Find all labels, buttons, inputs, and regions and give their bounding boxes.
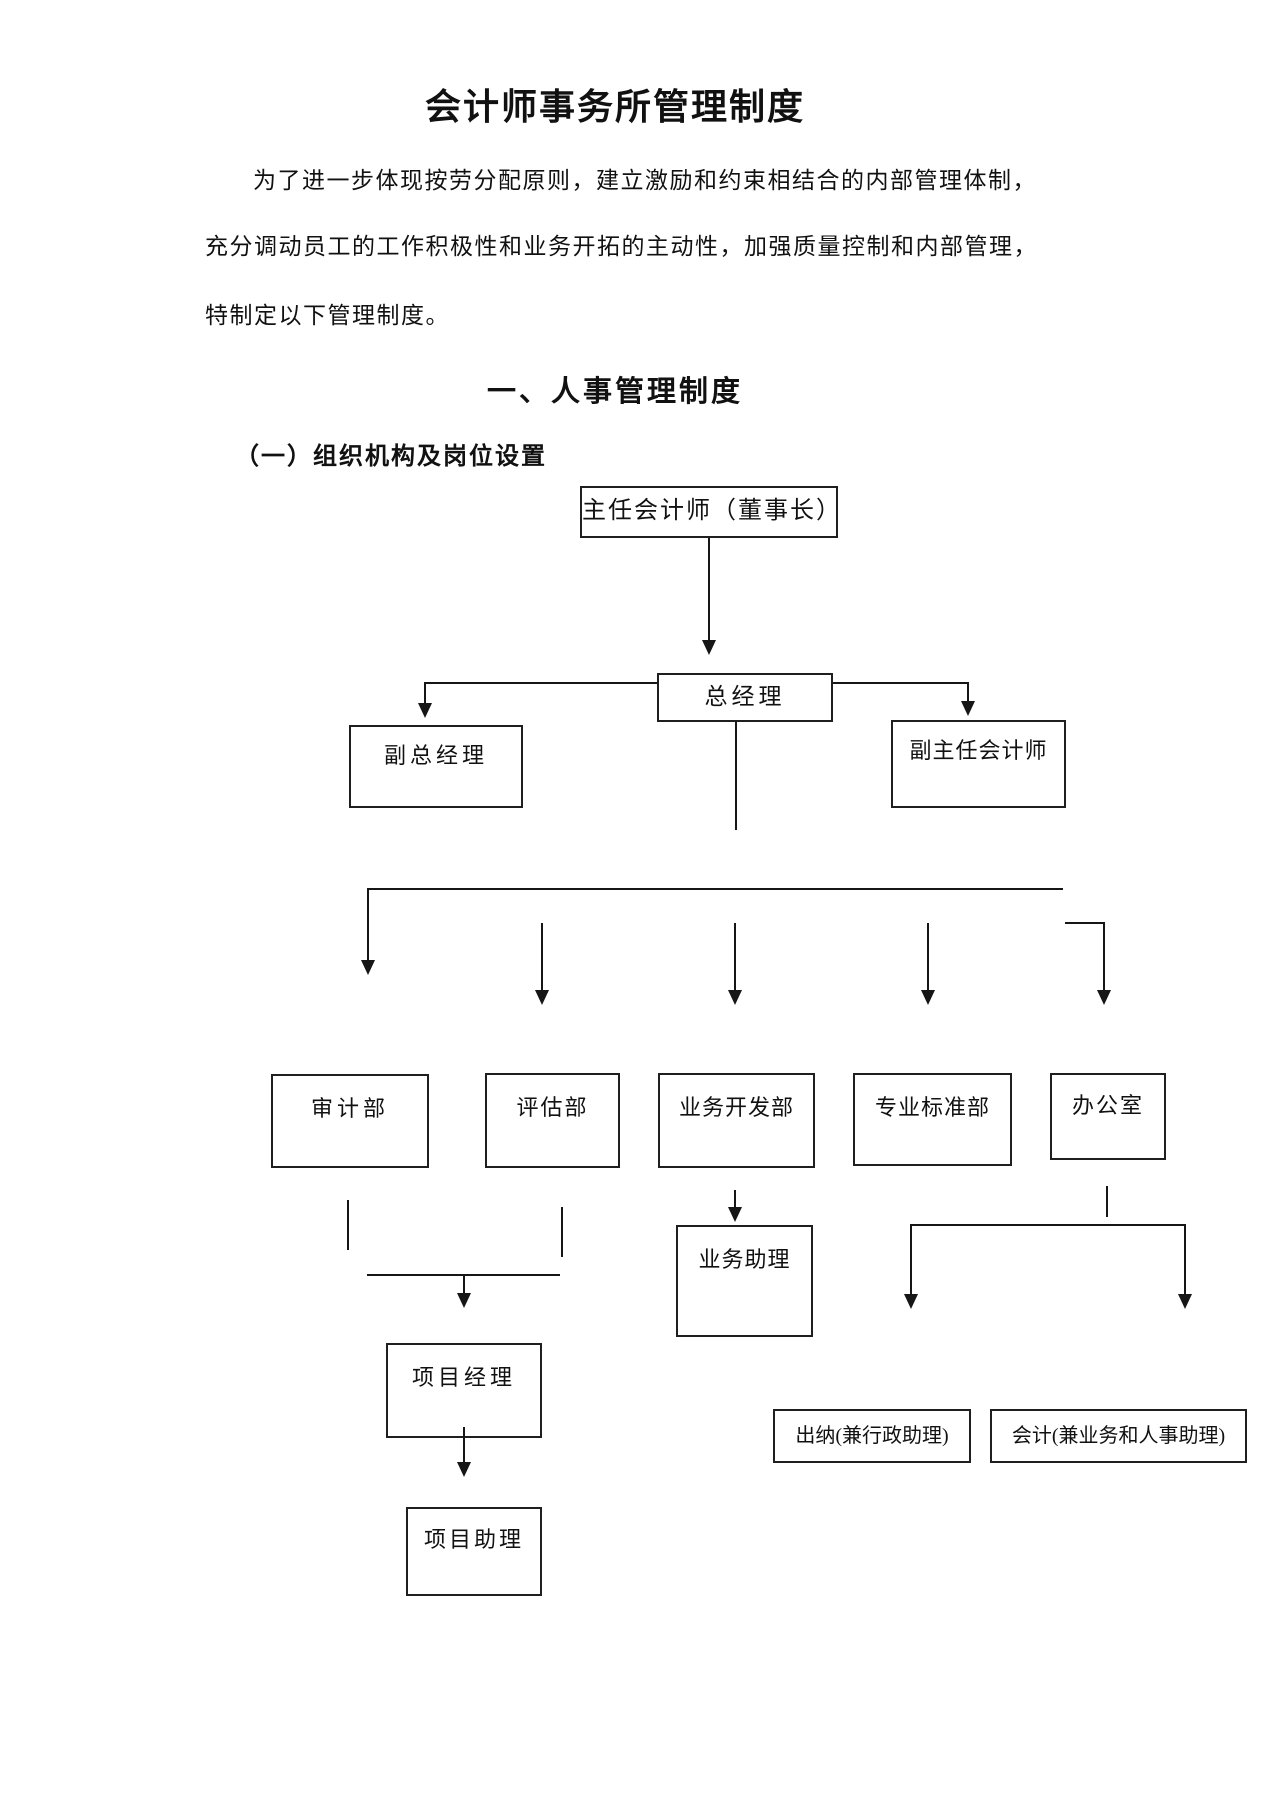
org-node-business-dev-dept: 业务开发部 <box>658 1073 815 1168</box>
arrow-down-icon <box>1097 990 1111 1005</box>
arrow-down-icon <box>457 1462 471 1477</box>
connector-gm-left-horizontal <box>425 682 657 684</box>
org-node-general-manager: 总经理 <box>657 673 833 722</box>
connector-office-right-drop <box>1184 1224 1186 1294</box>
arrow-down-icon <box>728 990 742 1005</box>
org-node-cashier: 出纳(兼行政助理) <box>773 1409 971 1463</box>
org-node-chief-accountant: 主任会计师（董事长） <box>580 486 840 538</box>
org-node-audit-dept: 审计部 <box>271 1074 429 1168</box>
arrow-down-icon <box>904 1294 918 1309</box>
org-node-professional-standards-dept: 专业标准部 <box>853 1073 1012 1166</box>
org-node-project-manager: 项目经理 <box>386 1343 542 1438</box>
arrow-down-icon <box>457 1293 471 1308</box>
connector-branch-office-horizontal <box>1065 922 1105 924</box>
arrow-down-icon <box>921 990 935 1005</box>
arrow-down-icon <box>535 990 549 1005</box>
org-node-deputy-general-manager: 副总经理 <box>349 725 523 808</box>
arrow-down-icon <box>728 1207 742 1222</box>
document-title: 会计师事务所管理制度 <box>424 87 805 127</box>
arrow-down-icon <box>418 703 432 718</box>
org-node-business-assistant: 业务助理 <box>676 1225 813 1337</box>
section-heading: 一、人事管理制度 <box>486 376 743 408</box>
connector-branch-office-vertical <box>1103 922 1105 990</box>
org-node-deputy-chief-accountant: 副主任会计师 <box>891 720 1066 808</box>
paragraph-line-2: 充分调动员工的工作积极性和业务开拓的主动性，加强质量控制和内部管理， <box>205 234 1038 259</box>
org-node-appraisal-dept: 评估部 <box>485 1073 620 1168</box>
org-node-accountant: 会计(兼业务和人事助理) <box>990 1409 1247 1463</box>
connector-pm-to-pa <box>463 1427 465 1462</box>
connector-office-stub <box>1106 1186 1108 1217</box>
paragraph-line-3: 特制定以下管理制度。 <box>205 303 450 328</box>
arrow-down-icon <box>361 960 375 975</box>
connector-chief-to-gm-line <box>708 538 710 640</box>
connector-main-rail <box>368 888 1063 890</box>
connector-office-split-bar <box>911 1224 1185 1226</box>
connector-audit-stub <box>347 1200 349 1250</box>
connector-gm-left-vertical <box>424 682 426 703</box>
arrow-down-icon <box>961 701 975 716</box>
arrow-down-icon <box>1178 1294 1192 1309</box>
arrow-down-icon <box>702 640 716 655</box>
connector-branch-audit <box>367 888 369 960</box>
connector-bizdev-to-assistant <box>734 1190 736 1208</box>
connector-gm-down-stem <box>735 722 737 830</box>
connector-merge-down <box>463 1274 465 1293</box>
connector-gm-right-vertical <box>967 682 969 701</box>
subsection-heading: （一）组织机构及岗位设置 <box>235 444 547 470</box>
connector-gm-right-horizontal <box>833 682 968 684</box>
connector-branch-business-dev <box>734 923 736 990</box>
paragraph-line-1: 为了进一步体现按劳分配原则，建立激励和约束相结合的内部管理体制， <box>253 168 1037 193</box>
connector-branch-standards <box>927 923 929 990</box>
connector-office-left-drop <box>910 1224 912 1294</box>
connector-appraisal-stub <box>561 1207 563 1257</box>
connector-branch-appraisal <box>541 923 543 990</box>
org-node-office: 办公室 <box>1050 1073 1166 1160</box>
org-node-project-assistant: 项目助理 <box>406 1507 542 1596</box>
